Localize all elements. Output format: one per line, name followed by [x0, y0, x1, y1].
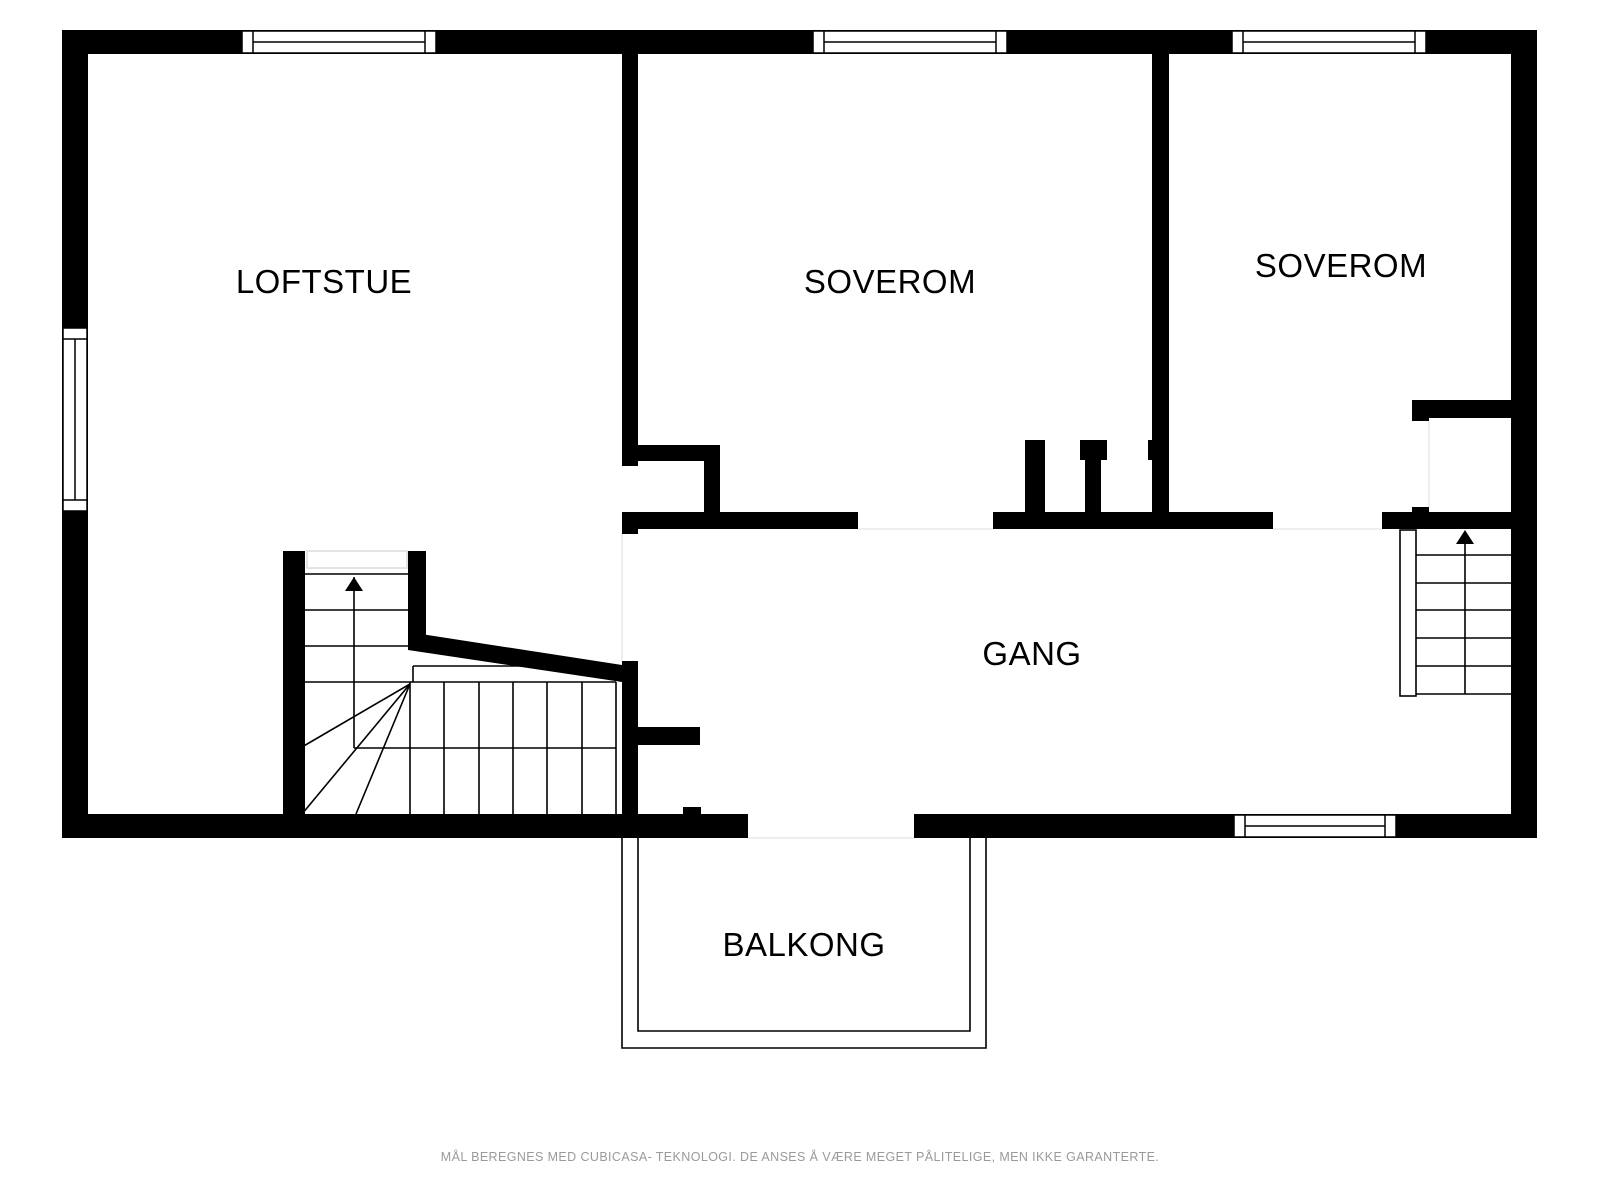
room-label-balkong: BALKONG [722, 926, 886, 963]
room-label-gang: GANG [982, 635, 1082, 672]
stair-up-arrow-icon [1456, 530, 1474, 544]
room-label-soverom-2: SOVEROM [1254, 247, 1428, 284]
right-stair[interactable] [1399, 529, 1511, 697]
stair-up-arrow-icon [345, 577, 363, 591]
main-stair[interactable] [301, 550, 617, 815]
walls [62, 30, 1537, 838]
windows [62, 30, 1427, 838]
balcony-railing [621, 838, 987, 1049]
room-label-soverom-1: SOVEROM [803, 263, 977, 300]
measurement-disclaimer: MÅL BEREGNES MED CUBICASA- TEKNOLOGI. DE… [440, 1150, 1160, 1164]
door-thresholds [621, 421, 1430, 839]
room-label-loftstue: LOFTSTUE [235, 263, 413, 300]
